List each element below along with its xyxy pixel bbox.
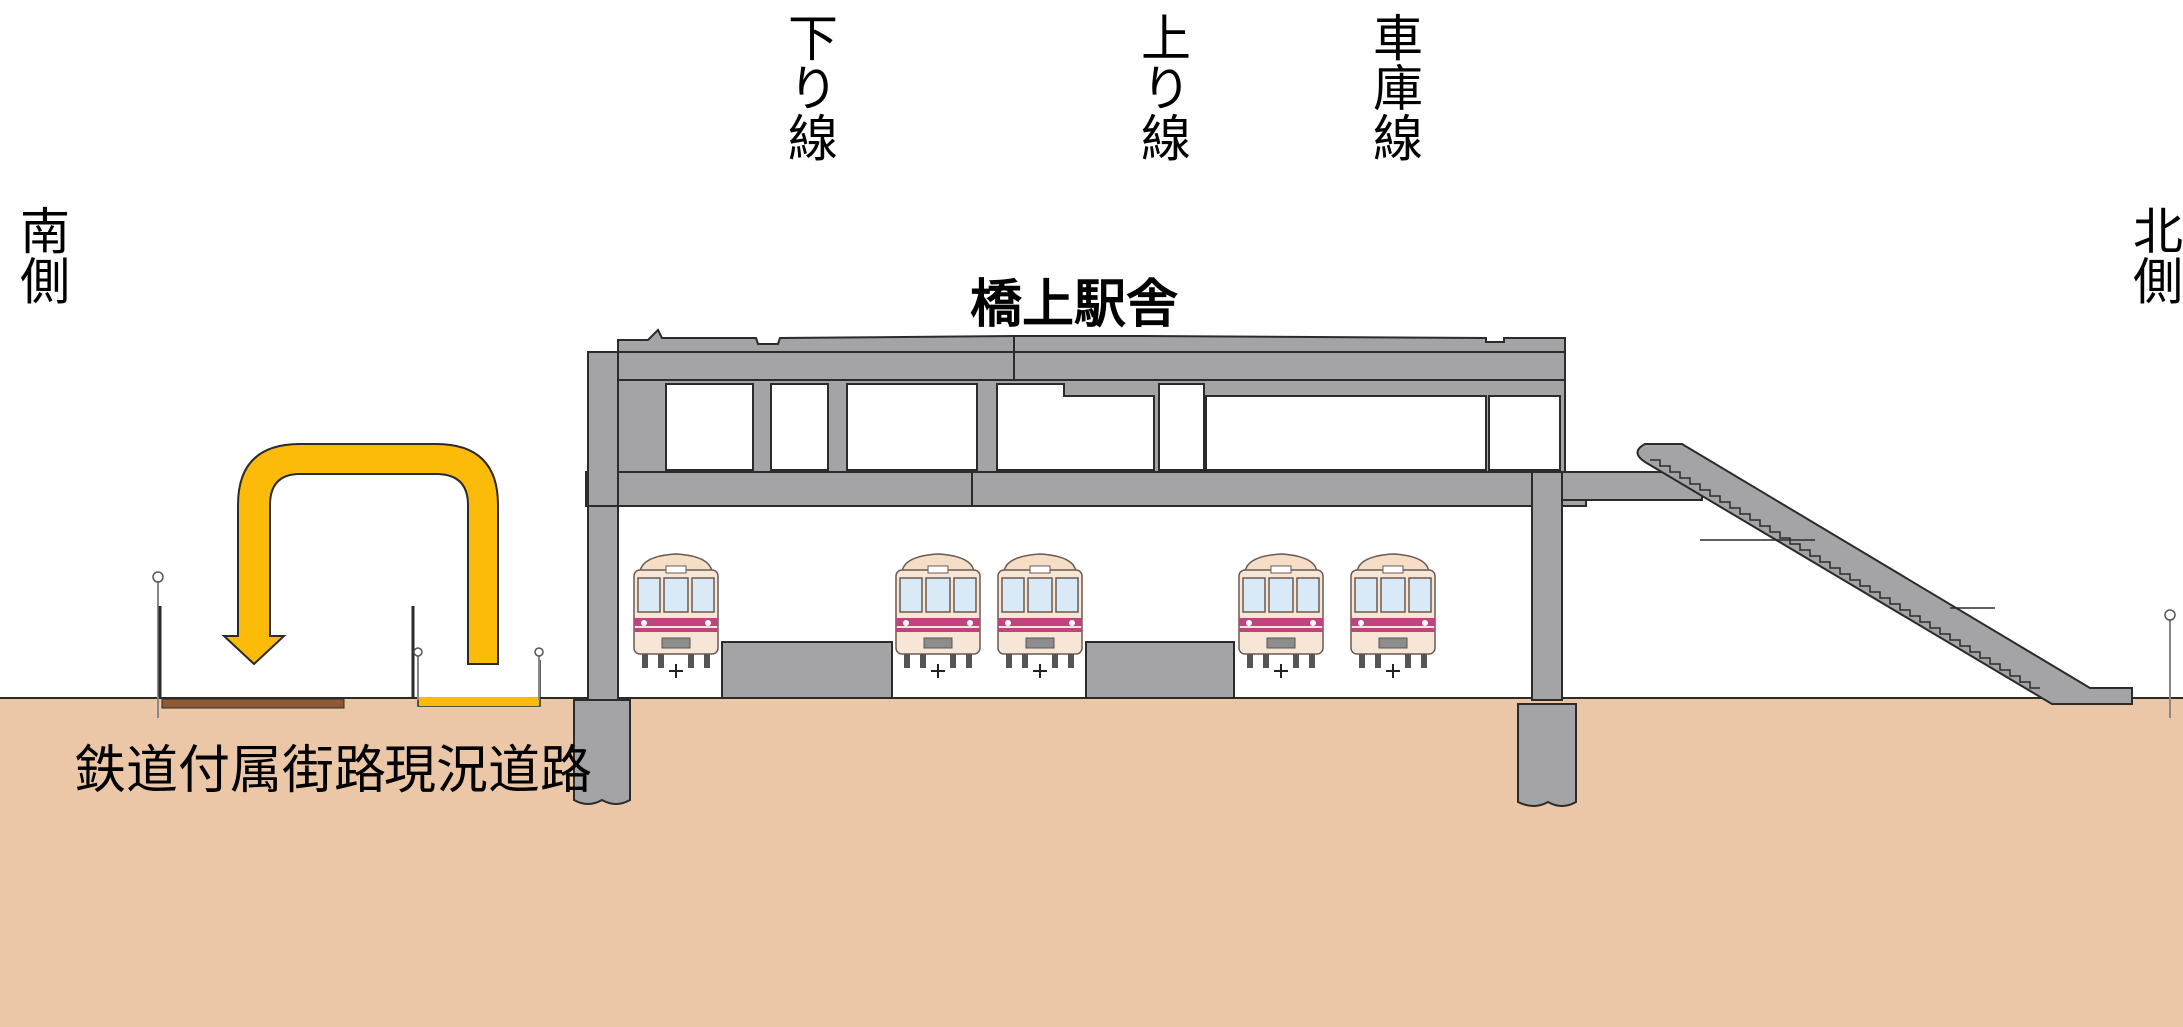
train-front-icon (997, 553, 1083, 679)
right-column (1531, 471, 1563, 701)
up-line-label: 上り線 (1133, 12, 1191, 162)
survey-pole-icon (2164, 609, 2176, 718)
survey-pole-icon (534, 647, 544, 700)
u-turn-arrow-icon (221, 443, 499, 666)
train-front-icon (1238, 553, 1324, 679)
station-floor-slab (585, 471, 1587, 507)
station-roof (617, 328, 1566, 353)
survey-pole-icon (152, 571, 164, 718)
station-upper-beam (617, 351, 1566, 381)
station-window (846, 383, 978, 471)
train-front-icon (1350, 553, 1436, 679)
survey-pole-icon (411, 606, 423, 700)
train-front-icon (895, 553, 981, 679)
station-window (1488, 395, 1561, 471)
depot-line-label: 車庫線 (1365, 12, 1423, 162)
station-window (770, 383, 829, 471)
left-pile (573, 699, 631, 805)
railway-road-surface (161, 698, 345, 709)
ground (0, 697, 2183, 1027)
platform (1085, 641, 1235, 699)
railway-road-label: 鉄道付属街路 (74, 741, 387, 801)
escalator (1636, 443, 2133, 705)
north-side-label: 北側 (2125, 205, 2183, 305)
current-road-label: 現況道路 (384, 741, 593, 801)
train-front-icon (633, 553, 719, 679)
down-line-label: 下り線 (780, 12, 838, 162)
station-window (1205, 395, 1487, 471)
right-pile (1517, 703, 1577, 807)
station-window (996, 383, 1155, 471)
station-window (1158, 383, 1205, 471)
platform (721, 641, 893, 699)
station-building-title: 橋上駅舎 (970, 275, 1179, 335)
escalator-steps (1650, 459, 2040, 689)
station-window (665, 383, 754, 471)
south-side-label: 南側 (12, 205, 70, 305)
